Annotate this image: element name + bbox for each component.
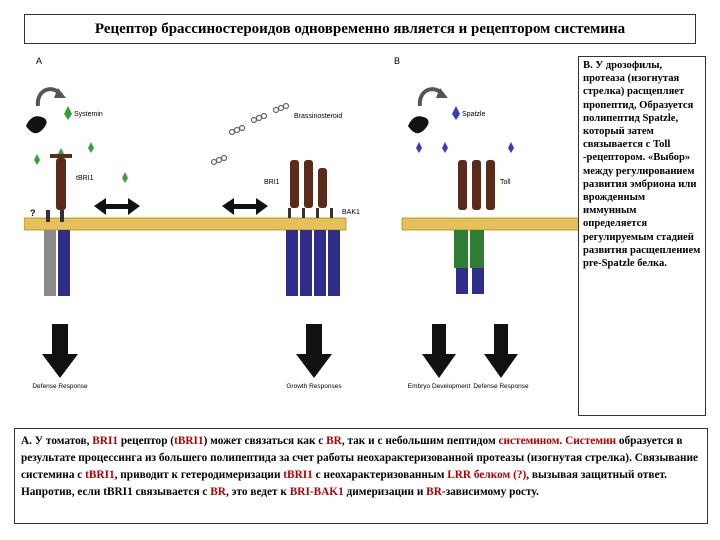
tbri1-label: tBRI1	[76, 175, 94, 182]
side-text-main: B. У дрозофилы, протеаза (изогнутая стре…	[583, 60, 701, 256]
defense-response-b-label: Defense Response	[473, 383, 529, 390]
growth-responses-label: Growth Responses	[286, 383, 342, 390]
bak1-label: BAK1	[342, 209, 360, 216]
tbri1-receptor-transmembrane	[58, 230, 70, 296]
down-arrow-defense-a-icon	[42, 324, 78, 378]
bri1-bak1-complex	[286, 160, 340, 296]
panel-a-label: A	[36, 56, 42, 66]
spatzle-peptides	[416, 142, 514, 153]
unknown-lrr-protein	[44, 230, 56, 296]
bottom-text-box: А. У томатов, BRI1 рецептор (tBRI1) може…	[14, 428, 708, 524]
side-text-end: pre-Spatzle белка.	[583, 258, 667, 270]
down-arrow-defense-b-icon	[484, 324, 518, 378]
spatzle-label: Spatzle	[462, 111, 485, 118]
protease-a-icon	[26, 116, 47, 134]
toll-complex	[454, 160, 495, 294]
page-title: Рецептор брассиностероидов одновременно …	[24, 14, 696, 44]
panel-b-label: B	[394, 56, 400, 66]
systemin-label: Systemin	[74, 111, 103, 118]
side-text-box: B. У дрозофилы, протеаза (изогнутая стре…	[578, 56, 706, 416]
double-arrow-left-icon	[94, 198, 140, 215]
bri1-label: BRI1	[264, 179, 280, 186]
double-arrow-right-icon	[222, 198, 268, 215]
membrane-a	[24, 217, 347, 231]
membrane-b	[401, 217, 580, 231]
protease-b-icon	[408, 116, 429, 134]
down-arrow-embryo-icon	[422, 324, 456, 378]
unknown-label: ?	[30, 208, 36, 218]
defense-response-a-label: Defense Response	[32, 383, 88, 390]
brassinosteroid-label: Brassinosteroid	[294, 113, 342, 120]
tbri1-lrr-domain	[50, 154, 72, 210]
down-arrow-growth-icon	[296, 324, 332, 378]
toll-label: Toll	[500, 179, 511, 186]
brassinosteroid-molecules	[210, 102, 290, 166]
signaling-diagram: A B Systemin Brassinosteroid ? tBRI1	[24, 56, 580, 390]
embryo-development-label: Embryo Development	[408, 383, 471, 390]
